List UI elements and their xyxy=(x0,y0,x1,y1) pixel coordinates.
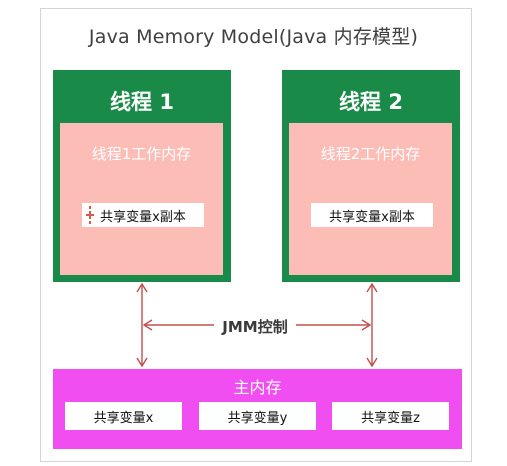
thread-2-shared-var-copy-label: 共享变量x副本 xyxy=(329,209,415,225)
right-arrow-head-top xyxy=(366,282,378,293)
thread-2-work-memory: 线程2工作内存 共享变量x副本 xyxy=(289,123,452,275)
main-memory-box: 主内存 共享变量x 共享变量y 共享变量z xyxy=(53,369,462,449)
main-memory-title: 主内存 xyxy=(233,378,282,397)
thread-1-shared-var-copy: 共享变量x副本 xyxy=(82,203,204,227)
horizontal-arrow-head-left xyxy=(142,319,153,331)
thread-1-work-memory-label: 线程1工作内存 xyxy=(91,145,192,163)
diagram-title: Java Memory Model(Java 内存模型) xyxy=(88,26,419,48)
left-arrow-head-bottom xyxy=(136,357,148,368)
left-arrow-head-top xyxy=(136,282,148,293)
thread-2-work-memory-label: 线程2工作内存 xyxy=(320,145,421,163)
shared-var-y: 共享变量y xyxy=(199,402,316,430)
thread-1-box: 线程 1 线程1工作内存 共享变量x副本 xyxy=(53,70,231,282)
text-cursor-icon xyxy=(86,206,94,224)
thread-2-box: 线程 2 线程2工作内存 共享变量x副本 xyxy=(282,70,460,282)
thread-2-title: 线程 2 xyxy=(339,90,403,114)
thread-1-title: 线程 1 xyxy=(110,90,174,114)
shared-var-x: 共享变量x xyxy=(65,402,182,430)
thread-1-shared-var-copy-label: 共享变量x副本 xyxy=(100,209,186,225)
thread-1-work-memory: 线程1工作内存 共享变量x副本 xyxy=(60,123,223,275)
jmm-control-label: JMM控制 xyxy=(214,315,296,337)
horizontal-arrow-head-right xyxy=(361,319,372,331)
thread-2-shared-var-copy: 共享变量x副本 xyxy=(311,203,433,227)
right-arrow-head-bottom xyxy=(366,357,378,368)
shared-var-z: 共享变量z xyxy=(332,402,449,430)
